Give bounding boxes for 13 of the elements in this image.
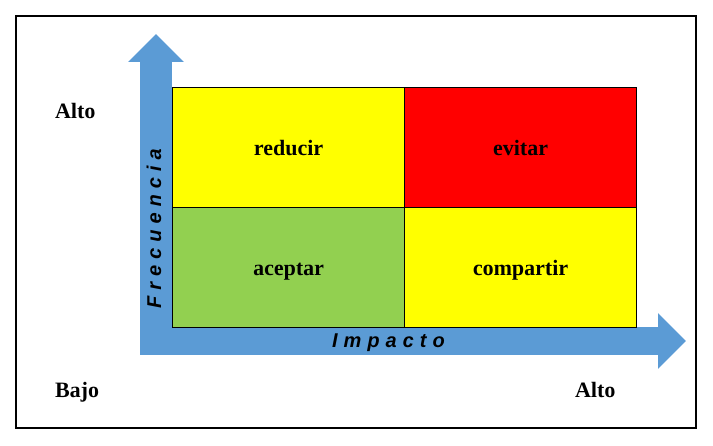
- cell-label: reducir: [254, 134, 324, 160]
- axis-title: Frecuencia: [144, 142, 167, 308]
- axis-level-label: Bajo: [55, 377, 99, 403]
- matrix-cell: [172, 207, 405, 328]
- axis-level-label: Alto: [575, 377, 616, 403]
- cell-label: compartir: [472, 254, 568, 280]
- matrix-cell: [404, 87, 637, 208]
- axis-level-label: Alto: [55, 98, 96, 124]
- matrix-cell: [404, 207, 637, 328]
- cell-label: evitar: [493, 134, 548, 160]
- axis-title: Impacto: [332, 330, 451, 353]
- cell-label: aceptar: [253, 254, 324, 280]
- matrix-cell: [172, 87, 405, 208]
